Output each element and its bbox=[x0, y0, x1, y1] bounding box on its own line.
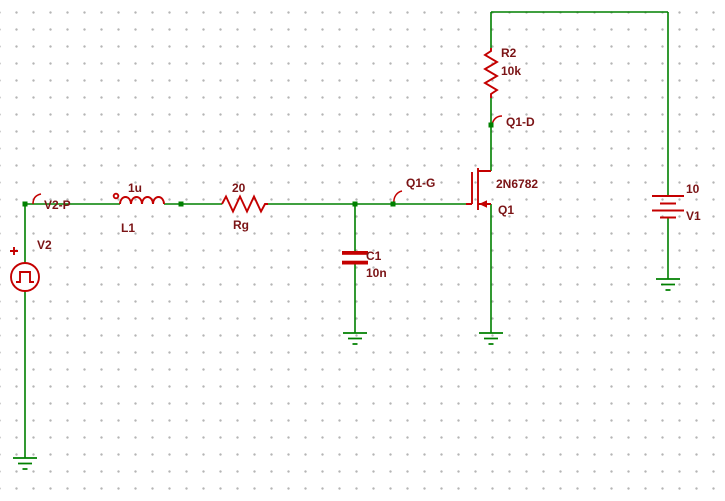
resistor-zigzag-icon bbox=[483, 48, 499, 98]
v2p-node-label[interactable]: V2-P bbox=[44, 198, 71, 212]
battery-short-plates-icon bbox=[660, 202, 676, 219]
resistor-r2[interactable]: R2 10k bbox=[483, 46, 521, 98]
capacitor-plate-top-icon bbox=[342, 251, 368, 255]
q1g-node-label[interactable]: Q1-G bbox=[406, 176, 435, 190]
wires bbox=[24, 11, 669, 458]
ground-symbol-c1[interactable] bbox=[343, 332, 367, 345]
inductor-l1[interactable]: 1u L1 bbox=[112, 181, 165, 235]
q1-name-label[interactable]: Q1 bbox=[498, 203, 514, 217]
resistor-zigzag-icon bbox=[221, 194, 268, 214]
resistor-rg[interactable]: 20 Rg bbox=[221, 181, 268, 232]
ground-icon bbox=[13, 457, 37, 470]
r2-name-label[interactable]: R2 bbox=[501, 46, 517, 60]
node-label-q1d[interactable]: Q1-D bbox=[491, 115, 535, 129]
ground-symbol-q1-source[interactable] bbox=[479, 332, 503, 345]
capacitor-c1[interactable]: C1 10n bbox=[342, 249, 387, 280]
l1-value-label[interactable]: 1u bbox=[128, 181, 142, 195]
v2-name-label[interactable]: V2 bbox=[37, 238, 52, 252]
node-hook-icon bbox=[32, 193, 42, 205]
junction-dot bbox=[22, 201, 28, 207]
junction-dot bbox=[488, 122, 494, 128]
mosfet-gate-icon bbox=[466, 172, 473, 205]
junction-dots bbox=[22, 122, 494, 207]
rg-name-label[interactable]: Rg bbox=[233, 218, 249, 232]
junction-dot bbox=[352, 201, 358, 207]
junction-dot bbox=[390, 201, 396, 207]
ground-symbol-v1[interactable] bbox=[656, 278, 680, 291]
r2-value-label[interactable]: 10k bbox=[501, 64, 521, 78]
mosfet-q1[interactable]: 2N6782 Q1 bbox=[466, 168, 538, 217]
source-circle bbox=[10, 262, 40, 292]
ground-icon bbox=[479, 332, 503, 345]
rg-value-label[interactable]: 20 bbox=[232, 181, 246, 195]
mosfet-leads-icon bbox=[478, 170, 491, 205]
mosfet-arrow-icon bbox=[479, 200, 487, 208]
ground-icon bbox=[656, 278, 680, 291]
q1-model-label[interactable]: 2N6782 bbox=[496, 177, 538, 191]
battery-long-plates-icon bbox=[652, 195, 684, 212]
q1d-node-label[interactable]: Q1-D bbox=[506, 115, 535, 129]
node-label-v2p[interactable]: V2-P bbox=[32, 193, 71, 212]
ground-icon bbox=[343, 332, 367, 345]
node-label-q1g[interactable]: Q1-G bbox=[393, 176, 435, 205]
c1-name-label[interactable]: C1 bbox=[366, 249, 382, 263]
pulse-waveform-icon bbox=[16, 271, 34, 283]
junction-dot bbox=[178, 201, 184, 207]
v1-value-label[interactable]: 10 bbox=[686, 182, 700, 196]
v1-name-label[interactable]: V1 bbox=[686, 209, 701, 223]
polarity-dot-icon bbox=[112, 192, 120, 200]
inductor-coils-icon bbox=[119, 196, 165, 205]
l1-name-label[interactable]: L1 bbox=[121, 221, 135, 235]
voltage-source-v2[interactable]: V2 bbox=[10, 238, 52, 292]
voltage-source-v1[interactable]: 10 V1 bbox=[652, 182, 701, 223]
plus-polarity-icon bbox=[10, 247, 18, 255]
capacitor-plate-bottom-icon bbox=[342, 260, 368, 265]
ground-symbol-v2[interactable] bbox=[13, 457, 37, 470]
c1-value-label[interactable]: 10n bbox=[366, 266, 387, 280]
